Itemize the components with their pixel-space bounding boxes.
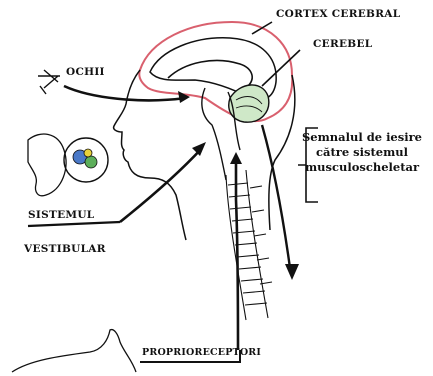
label-ochii: OCHII bbox=[66, 67, 105, 78]
output-arrow bbox=[262, 125, 290, 268]
label-output-line3: musculoscheletar bbox=[296, 160, 428, 175]
eye-symbol bbox=[38, 70, 60, 94]
label-cortex-cerebral: CORTEX CEREBRAL bbox=[276, 9, 400, 20]
proprioreceptors-arrowhead bbox=[230, 152, 242, 164]
vestibular-to-brain-arrow bbox=[120, 148, 202, 222]
label-output-line1: Semnalul de iesire bbox=[296, 130, 428, 145]
label-proprioreceptori: PROPRIORECEPTORI bbox=[142, 348, 261, 358]
output-arrowhead bbox=[285, 264, 299, 280]
cortex-outline bbox=[139, 22, 292, 121]
label-output-signal: Semnalul de iesire către sistemul muscul… bbox=[296, 130, 428, 175]
label-output-line2: către sistemul bbox=[296, 145, 428, 160]
head-back-outline bbox=[269, 75, 295, 230]
cerebel-leader bbox=[262, 50, 300, 86]
label-vestibular: VESTIBULAR bbox=[24, 244, 106, 255]
face-profile bbox=[114, 70, 186, 240]
vestibular-leader bbox=[28, 222, 120, 226]
ear bbox=[28, 134, 108, 196]
proprioreceptors-arrow bbox=[236, 160, 238, 350]
eyes-to-brain-arrowhead bbox=[178, 91, 190, 103]
label-cerebel: CEREBEL bbox=[313, 39, 372, 50]
foot-outline bbox=[12, 330, 136, 372]
label-sistemul: SISTEMUL bbox=[28, 210, 94, 221]
vestibular-to-brain-arrowhead bbox=[192, 142, 206, 156]
spine bbox=[226, 170, 272, 320]
